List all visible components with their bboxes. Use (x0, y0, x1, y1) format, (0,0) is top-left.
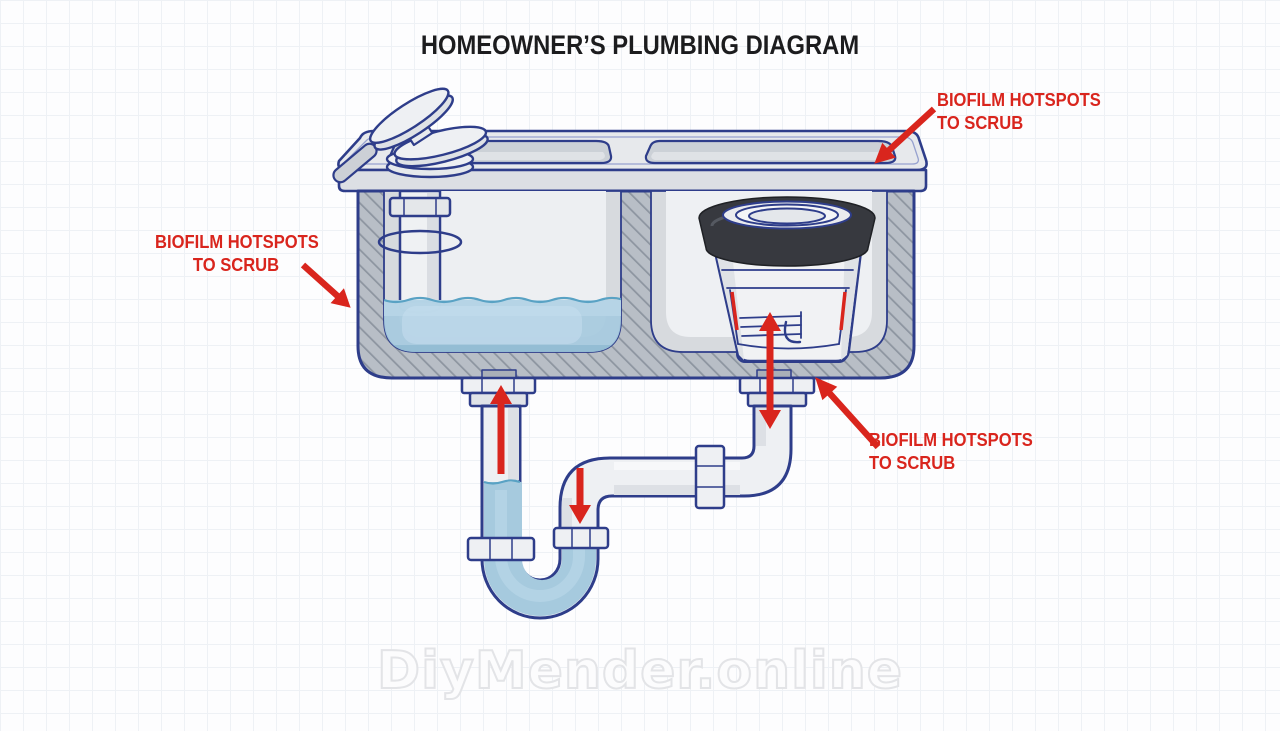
slip-nut-right (552, 526, 610, 550)
annotation-line: TO SCRUB (869, 452, 956, 473)
stopper-disc-middle (393, 125, 489, 168)
left-basin-water (384, 296, 621, 352)
red-arrows (300, 106, 937, 524)
drain-pipe-assembly (466, 404, 793, 620)
basket-strainer-cup (698, 196, 876, 363)
hotspot-line-right (839, 291, 847, 331)
annotation-biofilm-bottom-right: BIOFILM HOTSPOTS TO SCRUB (869, 429, 1033, 474)
stopper-disc-top (368, 87, 454, 151)
pointer-arrow-top-right-annotation (874, 106, 937, 164)
annotation-line: BIOFILM HOTSPOTS (869, 430, 1033, 450)
p-trap-water (483, 479, 596, 616)
annotation-biofilm-top-right: BIOFILM HOTSPOTS TO SCRUB (937, 89, 1101, 134)
hotspot-line-left (730, 291, 739, 331)
annotation-line: TO SCRUB (937, 112, 1024, 133)
annotation-biofilm-left: BIOFILM HOTSPOTS TO SCRUB (155, 231, 319, 276)
flow-arrow-down-riser (569, 468, 591, 524)
slip-nut-left (466, 536, 536, 562)
annotation-line: TO SCRUB (192, 254, 280, 275)
page-title: HOMEOWNER’S PLUMBING DIAGRAM (420, 30, 860, 60)
watermark: DiyMender.online (376, 640, 904, 702)
pipe-coupling (694, 444, 726, 510)
sink-stopper-stack (332, 87, 489, 184)
annotation-line: BIOFILM HOTSPOTS (937, 90, 1101, 110)
flow-arrow-up-left-tailpiece (490, 385, 512, 474)
sink-rim (337, 129, 928, 193)
pointer-arrow-bottom-right-annotation (815, 377, 881, 450)
pointer-arrow-left-annotation (300, 262, 351, 308)
annotation-line: BIOFILM HOTSPOTS (155, 232, 319, 252)
flow-arrow-double-right-drain (759, 312, 781, 429)
